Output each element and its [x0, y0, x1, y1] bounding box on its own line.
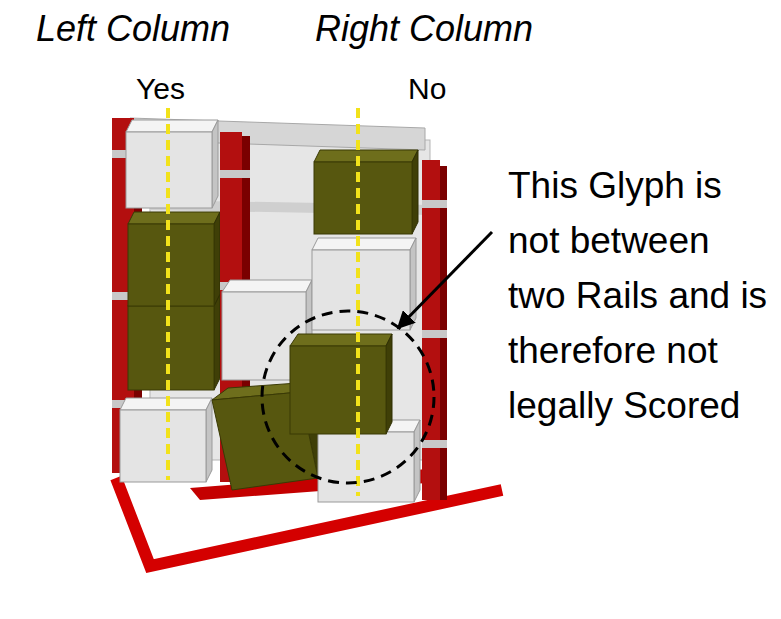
pointer-arrow: [398, 232, 492, 328]
verdict-label: Yes: [136, 72, 185, 107]
highlight-circle: [262, 311, 434, 483]
callout-note: This Glyph is not between two Rails and …: [508, 158, 772, 433]
rail: [422, 160, 447, 500]
column-line: [356, 108, 360, 496]
column-heading: Left Column: [36, 8, 230, 49]
white-cube: [126, 120, 218, 208]
glyph-cube: [314, 150, 418, 234]
column-heading: Right Column: [315, 8, 533, 49]
glyph-cube: [128, 294, 220, 390]
column-line: [166, 108, 170, 480]
unscored-glyph-cube: [290, 334, 392, 434]
white-cube: [312, 238, 416, 330]
glyph-cube: [128, 212, 220, 306]
verdict-label: No: [408, 72, 446, 107]
